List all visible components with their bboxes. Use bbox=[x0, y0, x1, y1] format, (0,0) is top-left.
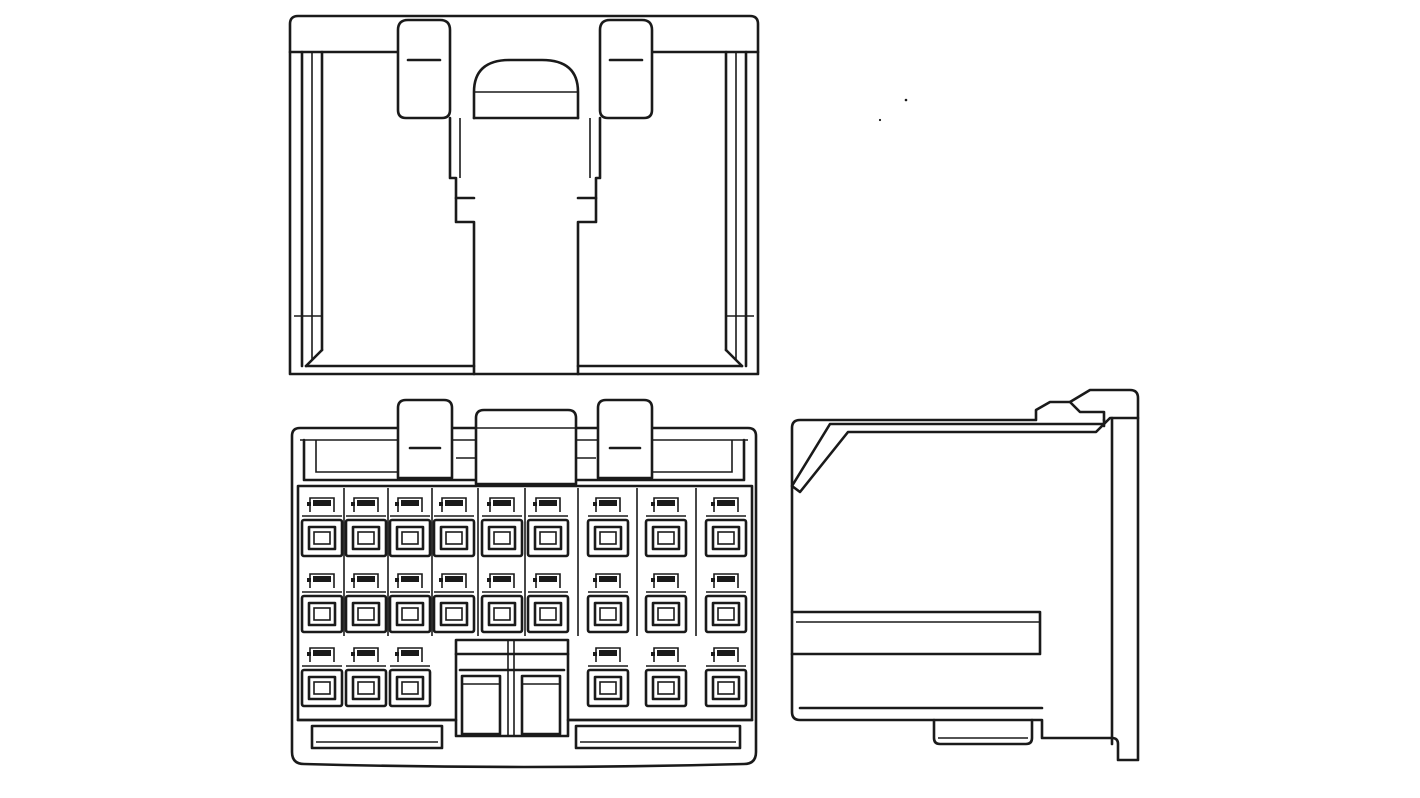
cavity bbox=[586, 647, 630, 708]
front-view-foot-left bbox=[310, 724, 444, 750]
cavity bbox=[526, 497, 570, 558]
cavity bbox=[480, 573, 524, 634]
cavity bbox=[586, 497, 630, 558]
side-view-outline bbox=[790, 388, 1140, 762]
speck bbox=[878, 118, 882, 122]
cavity bbox=[526, 573, 570, 634]
side-view-top-step bbox=[1102, 416, 1140, 426]
cavity bbox=[644, 573, 688, 634]
center-block bbox=[454, 638, 570, 738]
side-view-rib bbox=[790, 610, 1042, 656]
cavity bbox=[388, 573, 432, 634]
cavity bbox=[480, 497, 524, 558]
top-view-lock-arm bbox=[448, 58, 602, 376]
front-view-channel-step-right bbox=[652, 440, 733, 473]
top-view-latch-right bbox=[598, 18, 654, 120]
front-view-foot-right bbox=[574, 724, 742, 750]
cavity-grid bbox=[300, 488, 748, 708]
side-view bbox=[790, 388, 1140, 762]
cavity bbox=[704, 647, 748, 708]
cavity bbox=[300, 497, 344, 558]
cavity bbox=[344, 497, 388, 558]
top-view-latch-left bbox=[396, 18, 452, 120]
front-view-center-boss bbox=[456, 408, 596, 486]
top-view-left-wall bbox=[294, 50, 324, 368]
cavity bbox=[388, 647, 432, 708]
cavity bbox=[432, 573, 476, 634]
speck bbox=[904, 98, 908, 102]
cavity bbox=[704, 497, 748, 558]
cavity bbox=[644, 647, 688, 708]
side-view-chamfer bbox=[790, 422, 1106, 494]
cavity bbox=[432, 497, 476, 558]
cavity bbox=[586, 573, 630, 634]
cavity bbox=[704, 573, 748, 634]
top-view-right-wall bbox=[724, 50, 754, 368]
front-view bbox=[290, 398, 758, 769]
side-view-bottom-boss bbox=[932, 718, 1034, 746]
cavity bbox=[344, 573, 388, 634]
front-view-channel-step-left bbox=[315, 440, 398, 473]
front-view-latch-right bbox=[596, 398, 654, 480]
cavity bbox=[344, 647, 388, 708]
top-view bbox=[288, 14, 760, 376]
cavity bbox=[300, 573, 344, 634]
side-view-latch-profile bbox=[1068, 400, 1106, 422]
front-view-latch-left bbox=[396, 398, 454, 480]
cavity bbox=[300, 647, 344, 708]
top-view-outline bbox=[288, 14, 760, 376]
cavity bbox=[644, 497, 688, 558]
front-view-outline bbox=[290, 426, 758, 769]
cavity bbox=[388, 497, 432, 558]
